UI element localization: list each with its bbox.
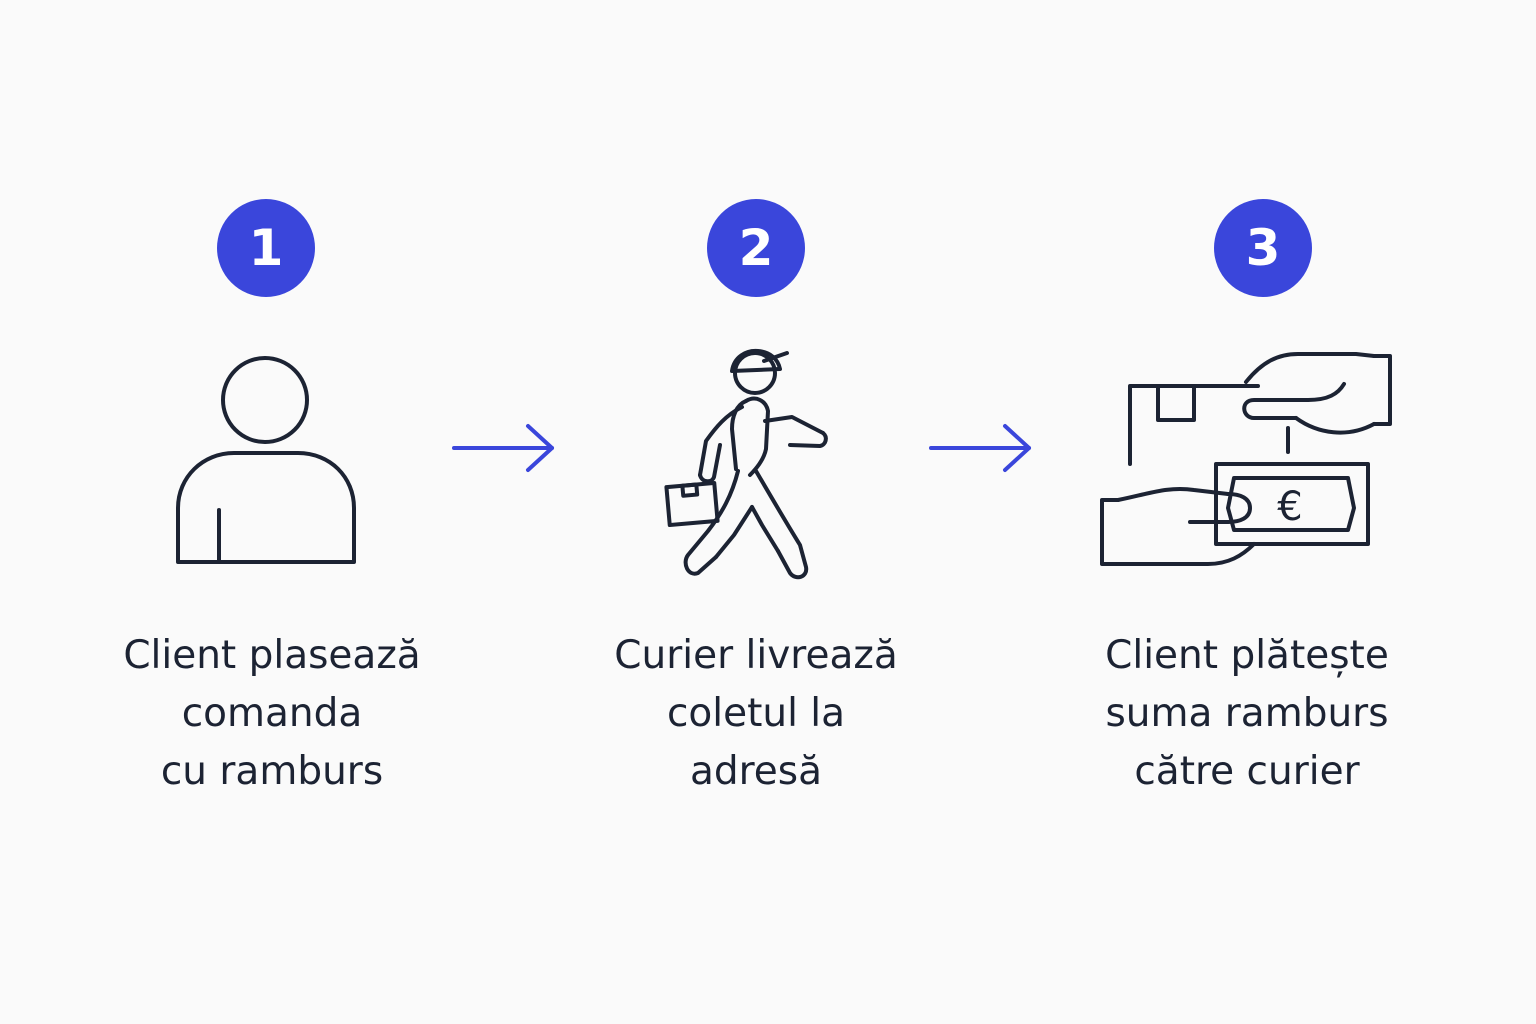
step-2-caption: Curier livrează coletul la adresă (536, 627, 976, 801)
arrow-right-icon (929, 424, 1031, 472)
arrow-right-icon (452, 424, 554, 472)
euro-symbol: € (1277, 484, 1302, 530)
step-2-badge: 2 (707, 199, 805, 297)
step-1-caption-line: cu ramburs (160, 749, 384, 794)
step-3-caption-line: Client plătește (1105, 633, 1389, 678)
step-3-number: 3 (1245, 219, 1281, 277)
step-3-caption-line: către curier (1134, 749, 1360, 794)
person-icon (176, 356, 356, 564)
step-3-caption-line: suma ramburs (1105, 691, 1389, 736)
step-2-caption-line: coletul la (666, 691, 846, 736)
step-3-badge: 3 (1214, 199, 1312, 297)
cash-payment-exchange-icon: € (1100, 352, 1392, 566)
step-2-caption-line: Curier livrează (614, 633, 898, 678)
step-3-caption: Client plătește suma ramburs către curie… (1027, 627, 1467, 801)
step-1-caption: Client plasează comanda cu ramburs (52, 627, 492, 801)
step-2-number: 2 (738, 219, 774, 277)
step-1-number: 1 (248, 219, 284, 277)
step-1-caption-line: comanda (181, 691, 363, 736)
step-1-badge: 1 (217, 199, 315, 297)
walking-courier-icon (664, 348, 828, 580)
step-2-caption-line: adresă (689, 749, 823, 794)
step-1-caption-line: Client plasează (123, 633, 421, 678)
